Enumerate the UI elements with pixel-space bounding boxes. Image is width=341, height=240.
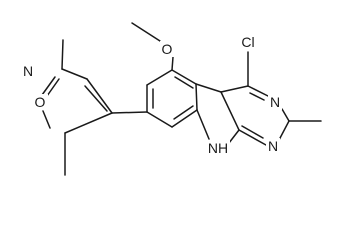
bond	[220, 85, 249, 93]
pyrimidine-nitrogen-top-label: N	[270, 94, 280, 110]
isoxazole-oxygen-label: O	[35, 94, 46, 110]
bond	[42, 110, 51, 129]
bond	[64, 112, 113, 134]
bond	[195, 83, 198, 111]
methoxy-oxygen-label: O	[162, 41, 173, 57]
isoxazole-nitrogen: N	[21, 63, 35, 79]
bond	[173, 105, 194, 120]
bond	[238, 129, 267, 146]
bond	[41, 76, 56, 96]
bond	[61, 68, 88, 80]
indole-nh-label: NH	[208, 140, 228, 156]
bond	[171, 109, 198, 128]
pyrimidine-nitrogen-bottom-label: N	[268, 138, 278, 154]
pyrimidine-nitrogen-bottom: N	[266, 138, 280, 154]
atom-label-layer: Cl N N NH O N O	[21, 33, 282, 156]
bond	[220, 91, 240, 131]
bond	[171, 69, 197, 85]
bond	[281, 108, 290, 122]
bond	[195, 83, 222, 93]
indole-nh: NH	[206, 140, 230, 156]
isoxazole-oxygen: O	[33, 94, 48, 110]
bond	[84, 85, 108, 112]
bond	[241, 125, 264, 139]
bond	[278, 120, 290, 141]
isoxazole-nitrogen-label: N	[23, 63, 33, 79]
molecule-structure-diagram: Cl N N NH O N O	[21, 22, 322, 176]
bond	[61, 39, 64, 70]
bond	[247, 85, 269, 97]
bond	[171, 56, 174, 71]
bond	[146, 69, 173, 86]
bond	[86, 78, 113, 114]
pyrimidine-nitrogen-top: N	[268, 94, 282, 110]
bond	[131, 22, 161, 42]
methoxy-oxygen: O	[160, 41, 175, 57]
bond	[46, 78, 60, 97]
bond	[174, 76, 194, 89]
bond	[249, 92, 265, 101]
bond	[196, 109, 210, 140]
bond	[111, 111, 148, 114]
chlorine-atom: Cl	[237, 33, 260, 51]
bond	[146, 111, 173, 128]
chlorine-label: Cl	[241, 34, 254, 50]
